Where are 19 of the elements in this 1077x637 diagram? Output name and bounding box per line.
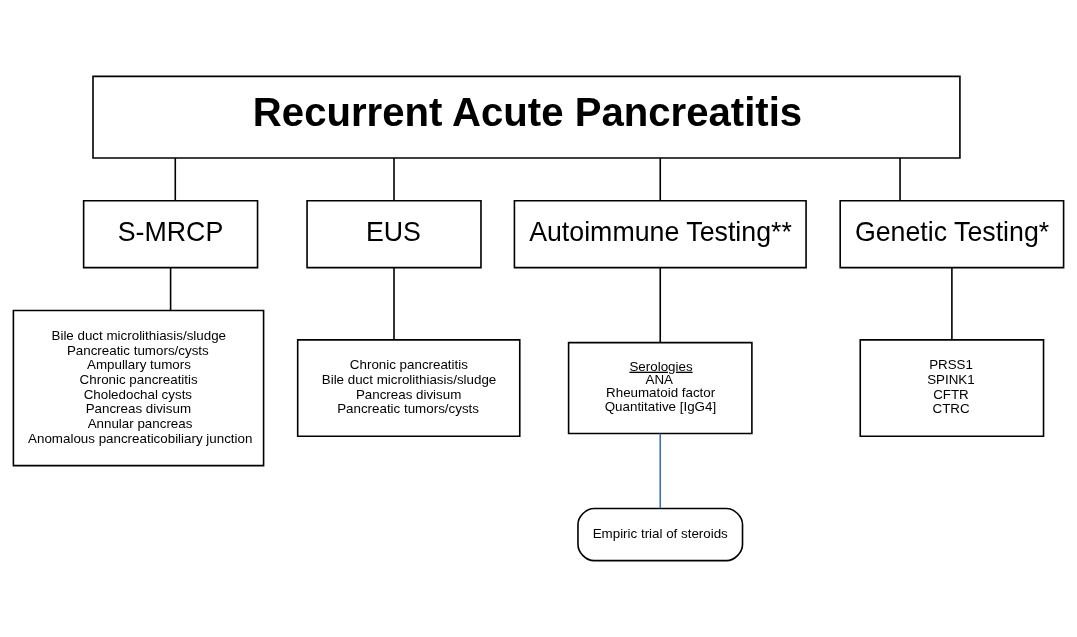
- node-box: Genetic Testing*: [839, 199, 1065, 269]
- node-box: Autoimmune Testing**: [513, 199, 807, 269]
- connector: [174, 157, 177, 202]
- connector: [659, 432, 662, 510]
- connector: [659, 267, 662, 343]
- node-box: Recurrent Acute Pancreatitis: [92, 75, 961, 159]
- node-box: PRSS1 SPINK1 CFTR CTRC: [859, 339, 1045, 438]
- node-box: Chronic pancreatitis Bile duct microlithiasis/sludge Pancreas divisum Pancreatic tumors/cysts: [296, 339, 521, 438]
- connector: [393, 157, 395, 202]
- connector: [659, 157, 662, 202]
- node-box: EUS: [306, 199, 482, 269]
- node-box: S-MRCP: [82, 199, 259, 269]
- node-box: Bile duct microlithiasis/sludge Pancreatic tumors/cysts Ampullary tumors Chronic pancreatitis Choledochal cysts Pancreas divisum Annular pancreas Anomalous pancreaticobiliary junction: [12, 309, 265, 467]
- node-box: Empiric trial of steroids: [577, 507, 744, 562]
- connector: [951, 267, 953, 341]
- connector: [393, 267, 395, 341]
- connector: [169, 267, 172, 312]
- node-box: Serologies ANA Rheumatoid factor Quantitative [IgG4]: [567, 341, 753, 435]
- connector: [899, 157, 901, 202]
